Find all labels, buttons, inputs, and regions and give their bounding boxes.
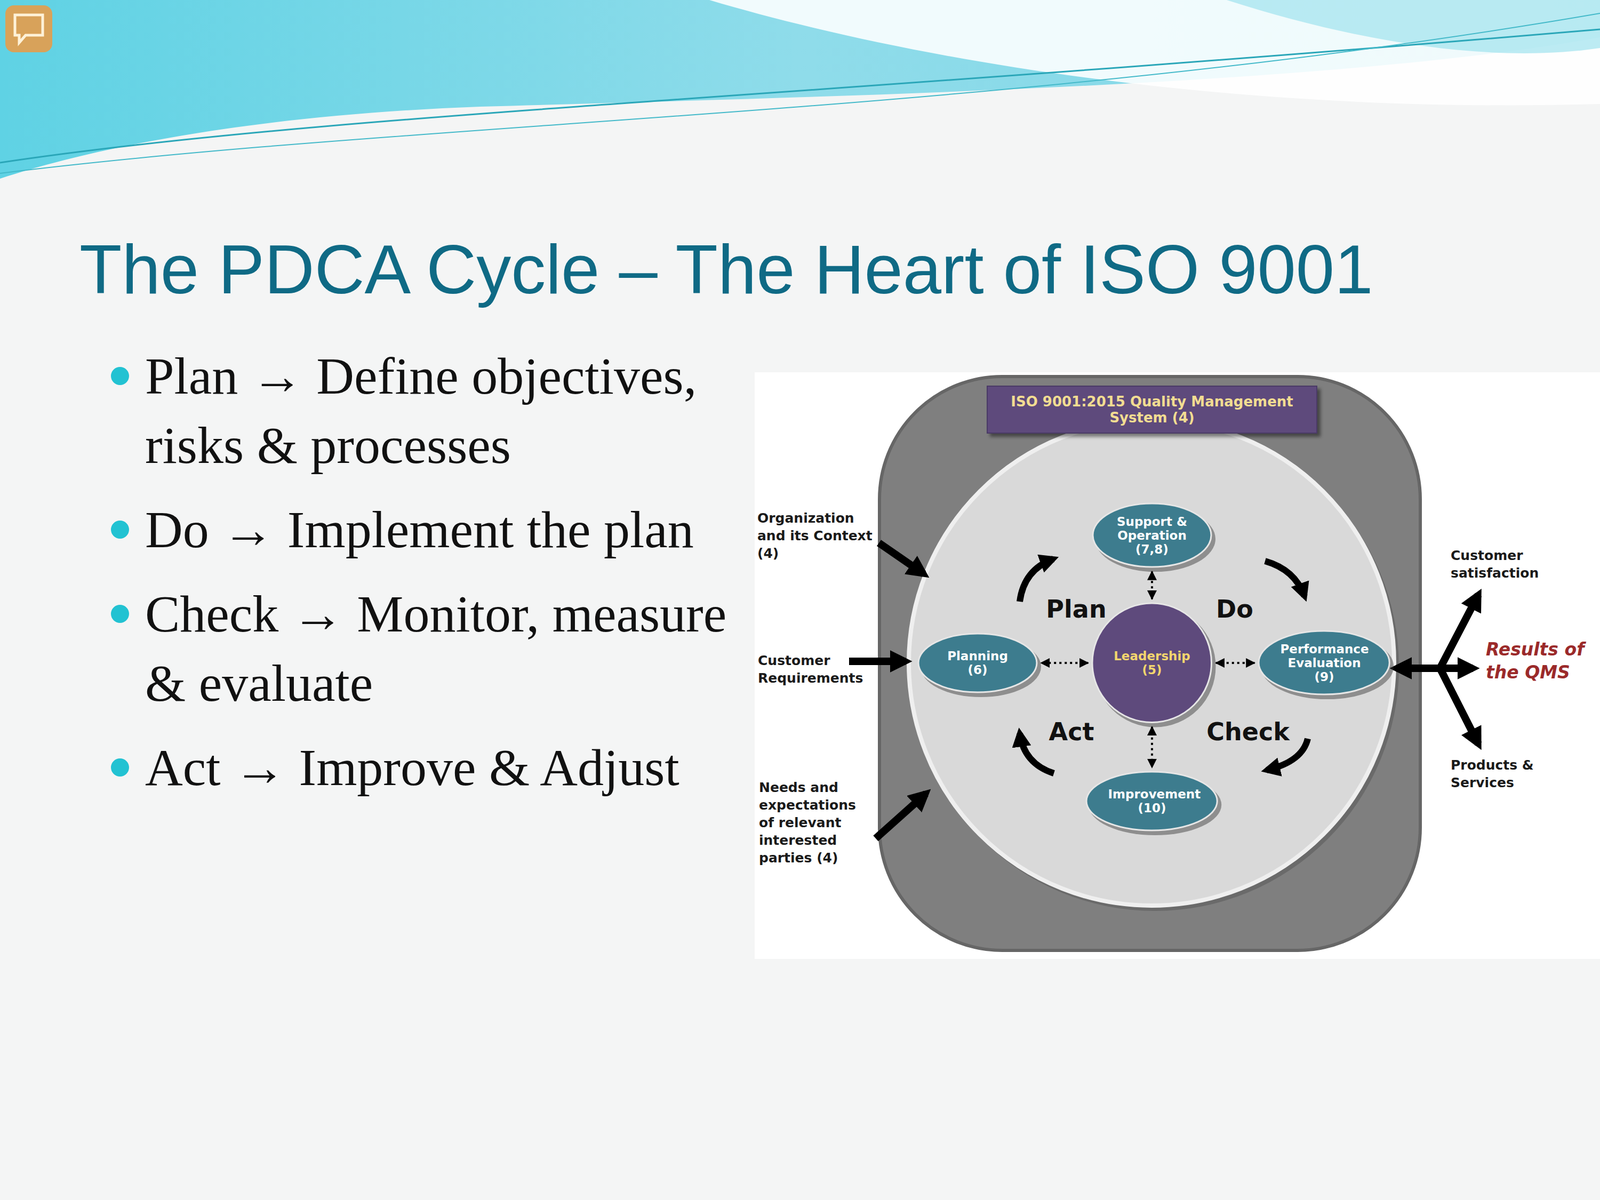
leadership-circle: Leadership (5) xyxy=(1091,602,1213,724)
ellipse-fill xyxy=(1258,630,1390,695)
bullet-item: Check → Monitor, measure & evaluate xyxy=(145,579,764,718)
cycle-arrow xyxy=(1019,733,1054,774)
pdca-letter: Plan xyxy=(1045,593,1107,626)
process-ellipse: Improvement (10) xyxy=(1085,770,1219,832)
ellipse-fill xyxy=(1086,771,1218,831)
result-label: Results of the QMS xyxy=(1485,637,1599,684)
node-text: Support & Operation (7,8) xyxy=(1114,514,1190,557)
input-label: Needs and expectations of relevant inter… xyxy=(758,778,872,867)
node-text: Leadership (5) xyxy=(1112,649,1192,677)
header-wave xyxy=(0,0,1600,179)
comment-icon-bubble xyxy=(14,14,43,43)
node-text: Performance Evaluation (9) xyxy=(1280,642,1369,684)
input-label: Customer Requirements xyxy=(757,651,886,687)
dotted-connector xyxy=(1150,726,1154,768)
wave-line xyxy=(0,13,1600,174)
pdca-letter: Check xyxy=(1206,715,1290,748)
bullet-item: Act → Improve & Adjust xyxy=(145,732,764,803)
bullet-item: Plan → Define objectives, risks & proces… xyxy=(145,341,764,480)
process-ellipse: Performance Evaluation (9) xyxy=(1257,629,1391,696)
node-text: Planning (6) xyxy=(942,649,1013,677)
image-ground xyxy=(754,372,1600,959)
bullet-dot xyxy=(110,604,130,623)
qms-banner: ISO 9001:2015 Quality Management System … xyxy=(986,385,1318,434)
cycle-disc xyxy=(908,420,1395,906)
cycle-arrow xyxy=(1265,561,1305,597)
output-arrow xyxy=(1440,668,1479,744)
output-arrow xyxy=(1396,664,1474,672)
output-arrow xyxy=(1440,594,1479,669)
input-label: Organization and its Context (4) xyxy=(757,509,880,563)
bullet-list: Plan → Define objectives, risks & proces… xyxy=(145,341,764,818)
node-text: ISO 9001:2015 Quality Management System … xyxy=(997,393,1307,426)
output-label: Products & Services xyxy=(1450,756,1579,792)
bullet-text: Act → Improve & Adjust xyxy=(145,738,680,797)
ellipse-fill xyxy=(1092,503,1212,567)
bullet-text: Plan → Define objectives, risks & proces… xyxy=(145,347,697,475)
pdca-letter: Do xyxy=(1216,593,1254,626)
ellipse-fill xyxy=(918,633,1037,693)
bullet-dot xyxy=(110,520,130,539)
process-ellipse: Support & Operation (7,8) xyxy=(1091,502,1213,568)
header-wave-light xyxy=(709,0,1600,106)
bullet-dot xyxy=(110,366,130,386)
qms-housing xyxy=(879,376,1421,951)
node-text: Improvement (10) xyxy=(1108,787,1197,815)
bullet-text: Check → Monitor, measure & evaluate xyxy=(145,585,727,712)
dotted-connector xyxy=(1150,571,1154,600)
output-label: Customer satisfaction xyxy=(1450,546,1579,582)
pdca-letter: Act xyxy=(1049,715,1095,748)
comment-icon xyxy=(5,5,53,53)
dotted-connector xyxy=(1041,661,1088,664)
bullet-dot xyxy=(110,758,130,777)
ellipse-fill xyxy=(1092,603,1212,723)
bullet-text: Do → Implement the plan xyxy=(145,500,694,559)
slide-title: The PDCA Cycle – The Heart of ISO 9001 xyxy=(79,224,1373,315)
bullet-item: Do → Implement the plan xyxy=(145,494,764,565)
dotted-connector xyxy=(1216,661,1255,664)
input-arrow xyxy=(849,657,906,666)
input-arrow xyxy=(875,793,926,839)
input-arrow xyxy=(878,542,924,574)
process-ellipse: Planning (6) xyxy=(917,632,1038,694)
